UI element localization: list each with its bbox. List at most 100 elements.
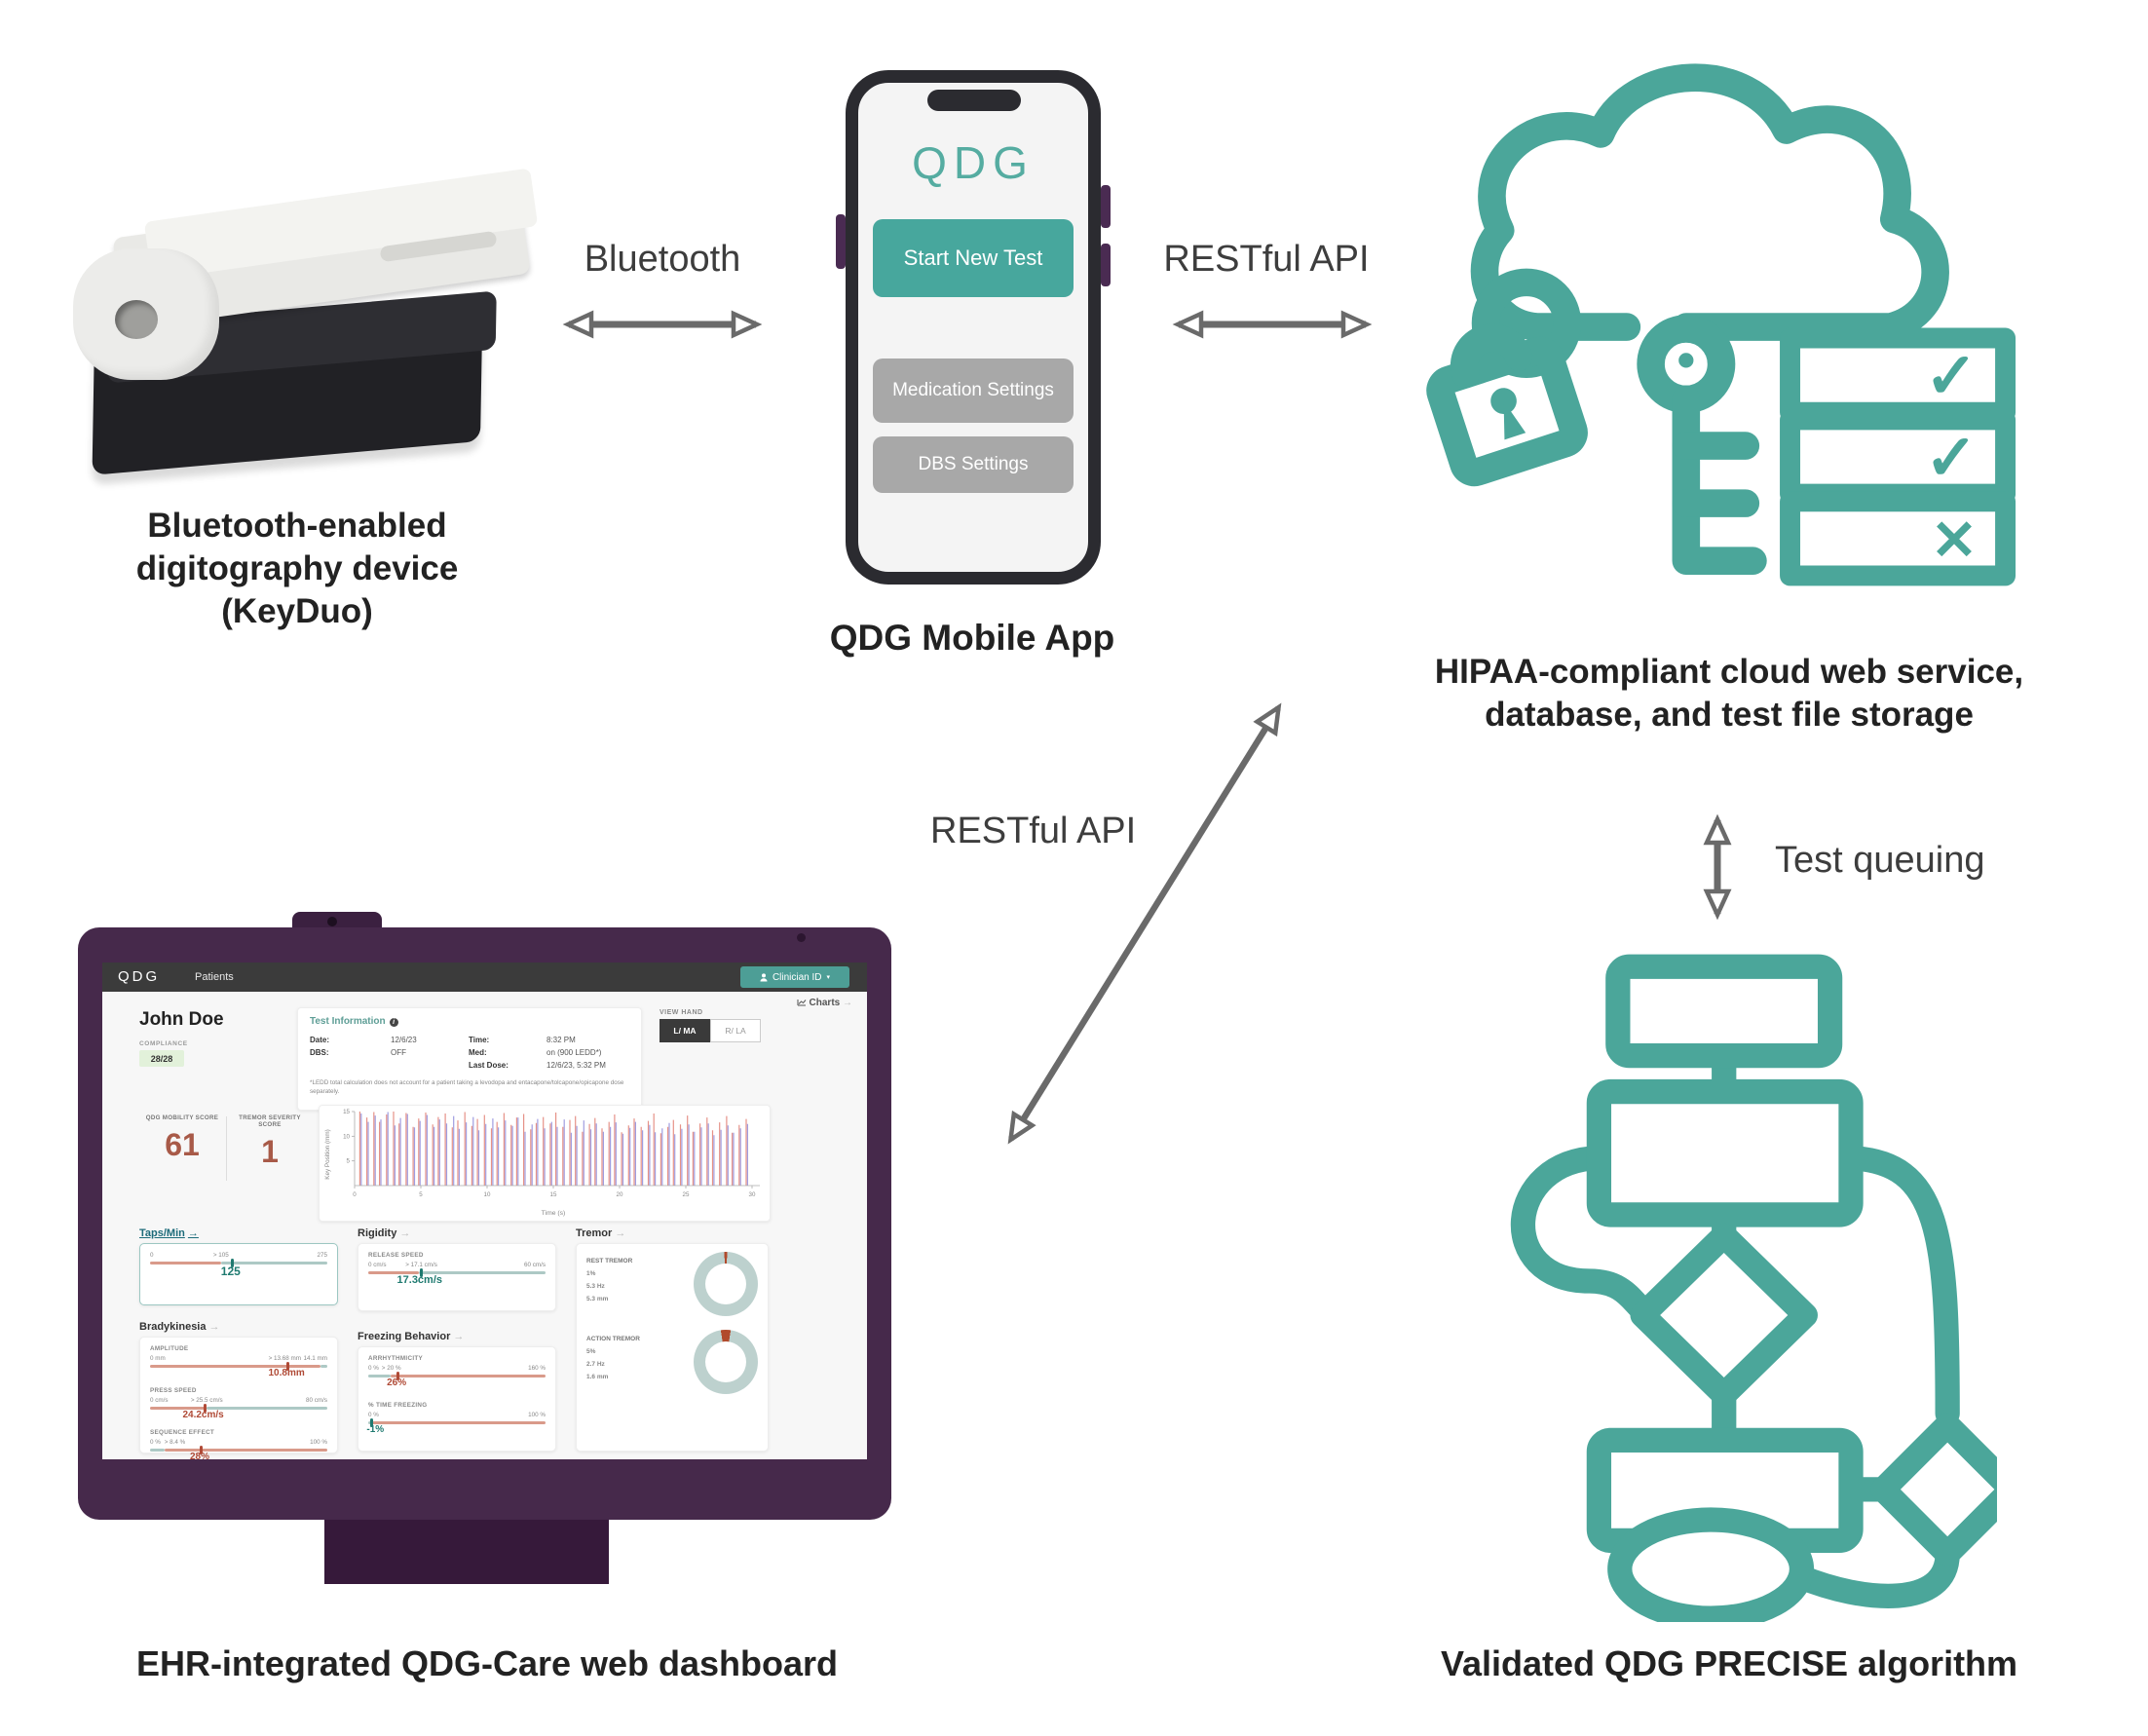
rest-tremor-percent: 1% (586, 1270, 596, 1277)
dashboard-screen: QDG Patients Clinician ID ▾ Charts → Joh… (102, 962, 867, 1459)
monitor-bezel-dot (797, 933, 806, 942)
arrhythmicity-metric: ARRHYTHMICITY 0 %> 20 %160 % 26% (368, 1355, 546, 1388)
phone-side-button-right2 (1101, 244, 1111, 286)
dbs-settings-button[interactable]: DBS Settings (873, 436, 1074, 493)
freezing-card: ARRHYTHMICITY 0 %> 20 %160 % 26% % TIME … (358, 1346, 556, 1452)
fc-connector-5 (1787, 1541, 1960, 1608)
dashboard-caption: EHR-integrated QDG-Care web dashboard (135, 1643, 839, 1683)
key-icon (1637, 315, 1767, 575)
start-new-test-button[interactable]: Start New Test (873, 219, 1074, 297)
time-freezing-metric: % TIME FREEZING 0 %100 % -1% (366, 1402, 546, 1435)
rest-tremor-label: REST TREMOR (586, 1258, 633, 1264)
dashboard-qdg-logo: QDG (118, 968, 161, 985)
database-rack-icon (1780, 327, 2016, 586)
taps-section-title[interactable]: Taps/Min → (139, 1227, 199, 1239)
freezing-section-title: Freezing Behavior → (358, 1331, 465, 1342)
sequence-effect-metric: SEQUENCE EFFECT 0 %> 8.4 %100 % 28% (150, 1429, 327, 1459)
time-label: Time: (469, 1036, 490, 1044)
bluetooth-arrow-label: Bluetooth (584, 239, 741, 280)
tremor-card: REST TREMOR 1% 5.3 Hz 5.3 mm ACTION TREM… (576, 1243, 769, 1452)
phone-mockup (846, 70, 1101, 585)
svg-text:5: 5 (347, 1158, 351, 1165)
bluetooth-arrow (562, 310, 763, 339)
monitor-stand (324, 1520, 609, 1584)
time-value: 8:32 PM (546, 1036, 576, 1044)
dashboard-navbar (102, 962, 867, 992)
ledd-footnote: *LEDD total calculation does not account… (310, 1079, 624, 1096)
db-row3-cross: ✕ (1931, 509, 1978, 572)
phone-side-button-right1 (1101, 185, 1111, 228)
view-hand-label: VIEW HAND (659, 1009, 703, 1016)
phone-notch (927, 90, 1021, 111)
charts-icon (797, 1000, 807, 1006)
action-tremor-row: ACTION TREMOR 5% 2.7 Hz 1.6 mm (586, 1330, 758, 1394)
charts-link[interactable]: Charts → (687, 998, 852, 1008)
clinician-id-dropdown[interactable]: Clinician ID ▾ (740, 966, 849, 988)
rest-tremor-mm: 5.3 mm (586, 1296, 609, 1302)
bradykinesia-section-title: Bradykinesia → (139, 1321, 220, 1333)
keyduo-hinge-hole (115, 300, 158, 339)
restful-api-top-arrow (1172, 310, 1373, 339)
view-hand-left-button[interactable]: L/ MA (659, 1019, 710, 1042)
restful-api-top-label: RESTful API (1163, 239, 1370, 280)
svg-text:5: 5 (419, 1191, 423, 1198)
caret-down-icon: ▾ (826, 974, 831, 981)
db-row1-check: ✓ (1925, 340, 1978, 411)
svg-text:0: 0 (353, 1191, 357, 1198)
mobile-app-caption: QDG Mobile App (829, 618, 1115, 658)
action-tremor-mm: 1.6 mm (586, 1374, 609, 1380)
action-tremor-hz: 2.7 Hz (586, 1361, 605, 1368)
dbs-label: DBS: (310, 1048, 329, 1057)
medication-settings-button[interactable]: Medication Settings (873, 359, 1074, 423)
tremor-section-title: Tremor → (576, 1227, 626, 1239)
fc-ellipse (1607, 1507, 1815, 1622)
compliance-badge: 28/28 (139, 1050, 184, 1067)
svg-text:20: 20 (617, 1191, 623, 1198)
algorithm-flowchart-icon (1510, 954, 1997, 1622)
svg-text:25: 25 (683, 1191, 690, 1198)
tremor-score-value: 1 (261, 1134, 279, 1169)
last-dose-value: 12/6/23, 5:32 PM (546, 1061, 606, 1070)
med-label: Med: (469, 1048, 487, 1057)
rest-tremor-hz: 5.3 Hz (586, 1283, 605, 1290)
db-row2-check: ✓ (1925, 422, 1978, 493)
rigidity-section-title: Rigidity → (358, 1227, 411, 1239)
person-icon (760, 972, 768, 981)
mobility-score: QDG MOBILITY SCORE 61 (139, 1114, 225, 1163)
mobility-score-value: 61 (165, 1127, 200, 1162)
test-queuing-label: Test queuing (1775, 840, 1985, 881)
svg-text:15: 15 (343, 1109, 350, 1115)
fc-diamond-center (1630, 1223, 1818, 1408)
score-divider (226, 1116, 227, 1181)
cloud-service-icon: ✓ ✓ ✕ (1426, 63, 2016, 586)
fc-diamond-right (1870, 1413, 1997, 1566)
fc-rect-top (1605, 954, 1843, 1069)
action-tremor-label: ACTION TREMOR (586, 1336, 640, 1342)
rest-tremor-row: REST TREMOR 1% 5.3 Hz 5.3 mm (586, 1252, 758, 1316)
date-label: Date: (310, 1036, 330, 1044)
last-dose-label: Last Dose: (469, 1061, 509, 1070)
rest-tremor-donut (694, 1252, 758, 1316)
info-icon[interactable]: i (389, 1018, 398, 1027)
cloud-caption: HIPAA-compliant cloud web service, datab… (1434, 653, 2024, 734)
svg-text:10: 10 (343, 1133, 350, 1140)
dbs-value: OFF (391, 1048, 406, 1057)
svg-text:30: 30 (749, 1191, 756, 1198)
med-value: on (900 LEDD*) (546, 1048, 602, 1057)
chart-ylabel: Key Position (mm) (324, 1129, 331, 1179)
action-tremor-donut (694, 1330, 758, 1394)
chart-xlabel: Time (s) (542, 1210, 566, 1217)
view-hand-right-button[interactable]: R/ LA (710, 1019, 761, 1042)
fc-connector-right (1837, 1145, 1960, 1426)
tremor-score: TREMOR SEVERITY SCORE 1 (227, 1114, 313, 1170)
nav-item-patients[interactable]: Patients (195, 971, 234, 983)
